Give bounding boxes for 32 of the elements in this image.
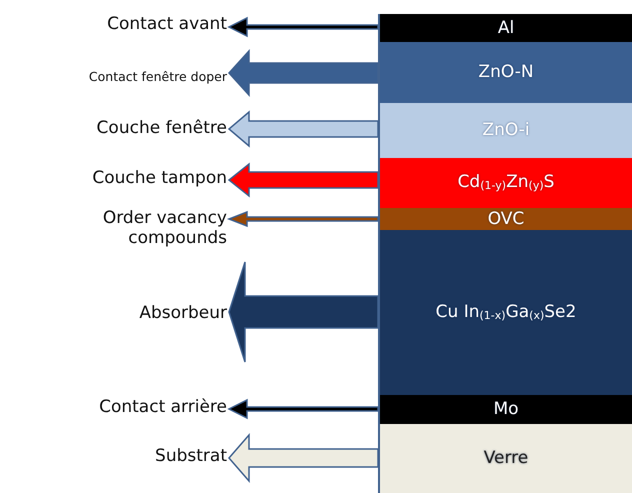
layer-material: Cd$_{(1-y)}$Zn$_{(y)}$S [458,173,554,193]
layer-caption: Contact fenêtre doper [88,64,227,88]
layer-band [378,14,632,42]
block-arrow [226,210,379,228]
layer-band [378,230,632,395]
layer-band [378,208,632,230]
layer-caption: Order vacancy compounds [27,203,227,253]
block-arrow [228,110,379,148]
layer-material: ZnO-i [482,121,530,140]
layer-caption: Substrat [155,444,227,468]
layer-band [378,158,632,208]
layer-material: ZnO-N [478,63,534,82]
layer-band [378,395,632,424]
layer-material: Mo [493,400,519,419]
layer-caption: Couche fenêtre [96,116,227,140]
layer-band [378,424,632,493]
block-arrow [228,162,379,198]
block-arrow [227,398,379,420]
layer-caption: Couche tampon [92,166,227,190]
block-arrow [228,433,379,483]
layer-material: Al [498,18,514,38]
layer-caption: Absorbeur [139,301,227,325]
layer-material: OVC [488,210,524,228]
layer-caption: Contact arrière [99,395,227,419]
layer-band [378,103,632,158]
layer-caption: Contact avant [107,12,227,36]
block-arrow [227,16,379,38]
layer-material: Cu In$_{(1-x)}$Ga$_{(x)}$Se2 [436,302,576,322]
block-arrow [228,49,379,97]
layer-band [378,42,632,103]
block-arrow [228,261,379,363]
layer-material: Verre [484,449,528,468]
